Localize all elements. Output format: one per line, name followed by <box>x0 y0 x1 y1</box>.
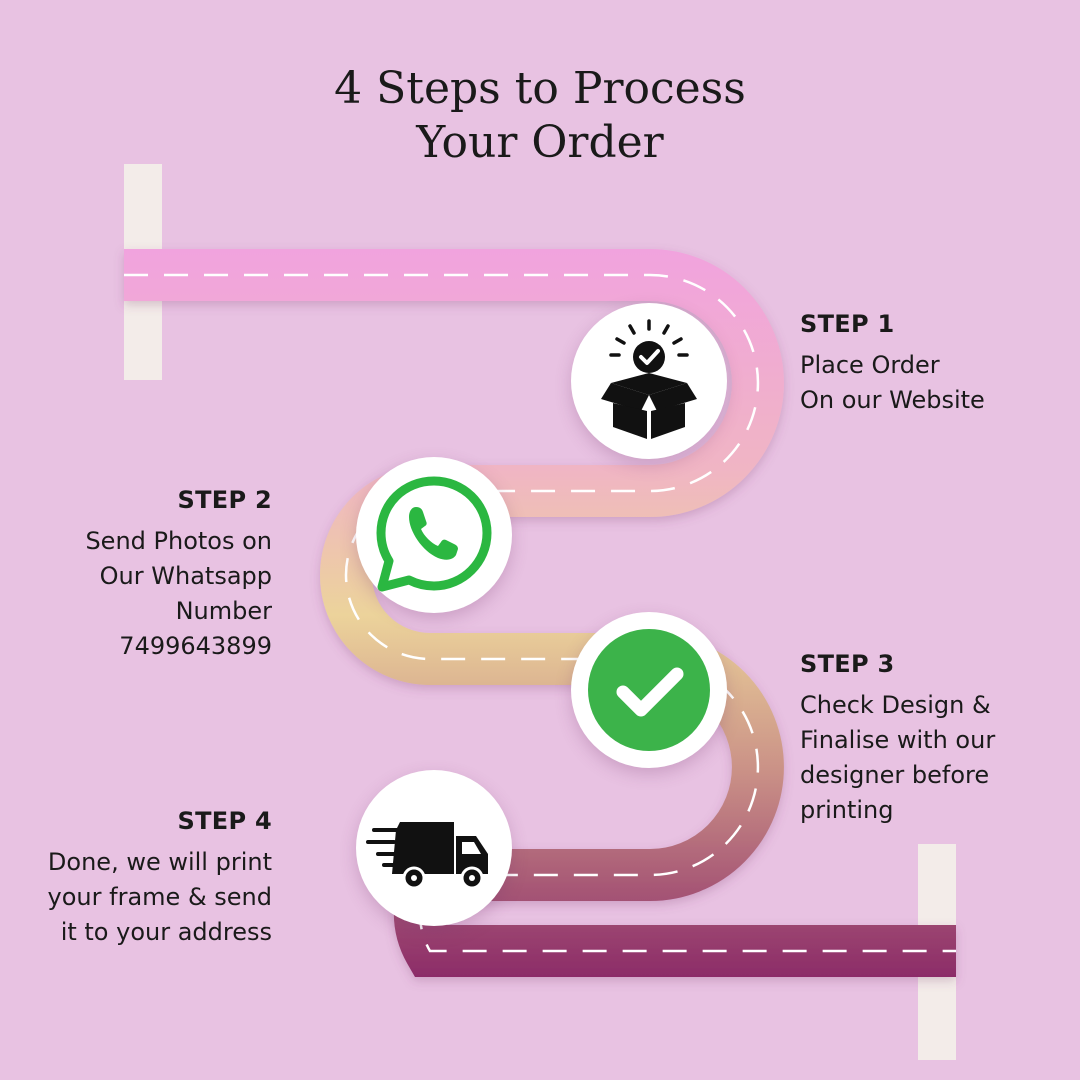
step-4-line-2: your frame & send <box>47 883 272 911</box>
step-2-line-1: Send Photos on <box>85 527 272 555</box>
delivery-truck-icon <box>366 822 488 890</box>
box-check-icon <box>601 319 697 439</box>
green-check-icon <box>588 629 710 751</box>
step-4-line-3: it to your address <box>60 918 272 946</box>
step-3-line-3: designer before <box>800 761 990 789</box>
step-3-line-2: Finalise with our <box>800 726 996 754</box>
step-2-label: STEP 2 <box>177 486 272 514</box>
step-3-text: STEP 3 Check Design & Finalise with our … <box>800 650 995 828</box>
step-2-icon-circle <box>356 457 512 613</box>
page-title: 4 Steps to Process Your Order <box>0 62 1080 170</box>
step-1-label: STEP 1 <box>800 310 895 338</box>
step-1-description: Place Order On our Website <box>800 348 985 418</box>
step-3-line-1: Check Design & <box>800 691 991 719</box>
step-1-line-2: On our Website <box>800 386 985 414</box>
title-line-2: Your Order <box>416 117 664 168</box>
step-4-icon-circle <box>356 770 512 926</box>
step-2-line-3: Number <box>175 597 272 625</box>
step-2-line-2: Our Whatsapp <box>99 562 272 590</box>
step-4-description: Done, we will print your frame & send it… <box>48 845 272 950</box>
road-center-dashes <box>124 273 956 953</box>
title-line-1: 4 Steps to Process <box>334 63 746 114</box>
step-3-label: STEP 3 <box>800 650 895 678</box>
step-4-label: STEP 4 <box>177 807 272 835</box>
step-4-line-1: Done, we will print <box>47 848 272 876</box>
step-1-icon-circle <box>571 303 727 459</box>
step-1-line-1: Place Order <box>800 351 940 379</box>
step-2-phone-number: 7499643899 <box>119 632 272 660</box>
step-4-text: STEP 4 Done, we will print your frame & … <box>48 807 272 950</box>
step-1-text: STEP 1 Place Order On our Website <box>800 310 985 418</box>
step-2-description: Send Photos on Our Whatsapp Number 74996… <box>85 524 272 664</box>
whatsapp-icon <box>376 476 492 592</box>
step-3-line-4: printing <box>800 796 894 824</box>
step-3-icon-circle <box>571 612 727 768</box>
step-2-text: STEP 2 Send Photos on Our Whatsapp Numbe… <box>85 486 272 664</box>
step-3-description: Check Design & Finalise with our designe… <box>800 688 995 828</box>
